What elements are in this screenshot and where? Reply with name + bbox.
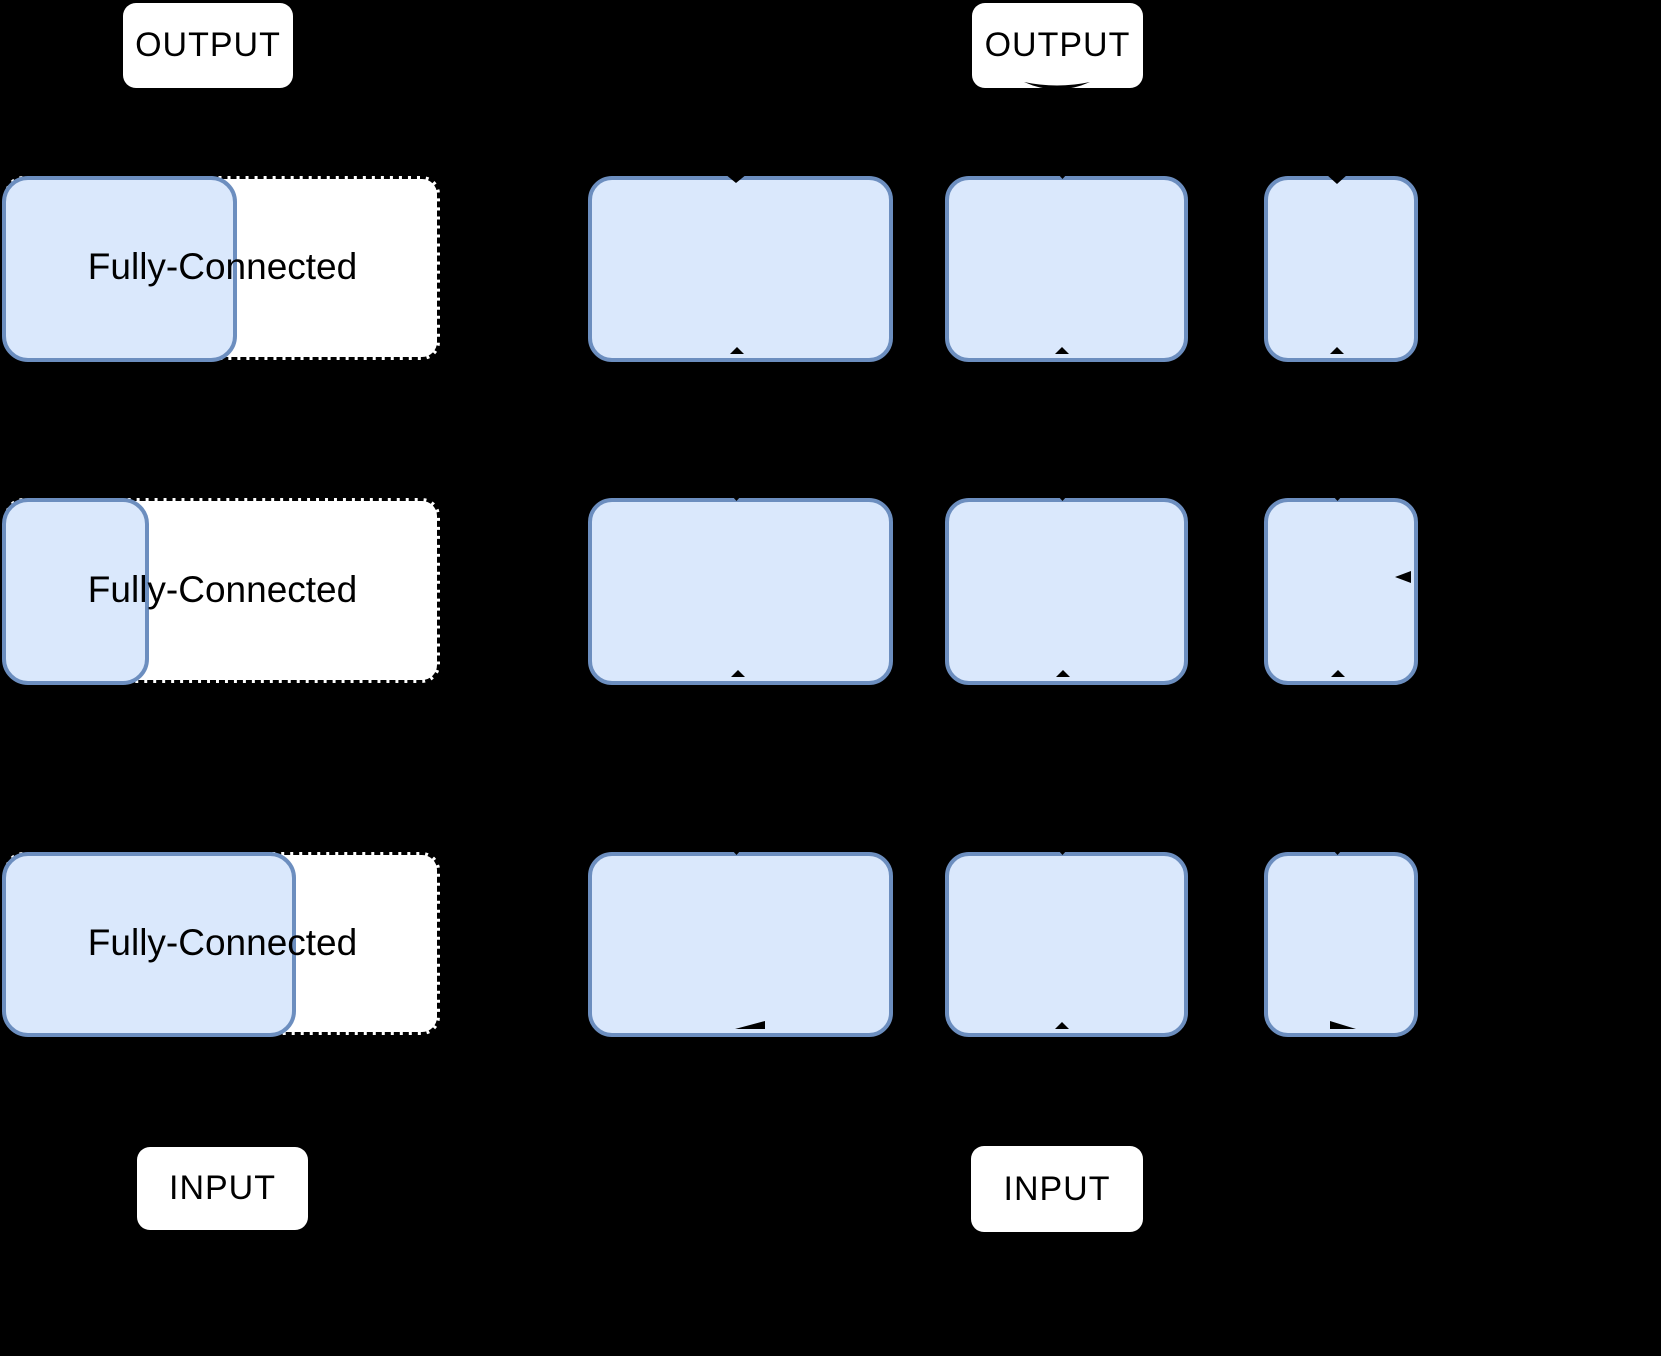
right-grid-box-r1c1 — [588, 176, 893, 362]
arrow-stub-fragment — [732, 850, 741, 855]
right-grid-box-r2c2 — [945, 498, 1188, 685]
arrowhead-fragment — [1330, 1021, 1356, 1029]
right-grid-box-r1c3 — [1264, 176, 1418, 362]
right-output-box: OUTPUT — [972, 3, 1143, 88]
arrow-stub-fragment — [725, 174, 747, 183]
arrowhead-fragment — [1055, 347, 1069, 354]
left-layer-3-slice-box — [2, 852, 296, 1037]
right-grid-box-r2c1 — [588, 498, 893, 685]
right-input-label: INPUT — [1003, 1169, 1111, 1208]
left-input-box: INPUT — [137, 1147, 308, 1230]
arrow-stub-fragment — [1058, 496, 1067, 501]
arrowhead-fragment — [731, 670, 745, 677]
arrow-stub-fragment — [1333, 850, 1342, 855]
left-layer-2-slice-box — [2, 498, 149, 685]
right-grid-box-r1c2 — [945, 176, 1188, 362]
arrowhead-fragment — [1330, 347, 1344, 354]
right-input-box: INPUT — [971, 1146, 1143, 1232]
left-input-label: INPUT — [169, 1169, 276, 1207]
right-grid-box-r2c3 — [1264, 498, 1418, 685]
right-output-label: OUTPUT — [984, 26, 1131, 64]
arrow-stub-fragment — [1058, 174, 1067, 179]
arrow-stub-fragment — [1058, 850, 1067, 855]
arrow-stub-fragment — [1333, 496, 1342, 501]
right-grid-box-r3c2 — [945, 852, 1188, 1037]
arrow-stub-fragment — [732, 496, 741, 501]
arrowhead-fragment — [735, 1021, 765, 1029]
arrowhead-curve-fragment — [1024, 82, 1090, 90]
arrowhead-fragment — [1331, 670, 1345, 677]
left-output-box: OUTPUT — [123, 3, 293, 88]
arrowhead-fragment — [1055, 1022, 1069, 1029]
left-output-label: OUTPUT — [135, 26, 281, 64]
arrowhead-fragment — [730, 347, 744, 354]
arrowhead-fragment — [1056, 670, 1070, 677]
left-layer-1-slice-box — [2, 176, 237, 362]
arrow-stub-fragment — [1327, 175, 1347, 184]
right-grid-box-r3c1 — [588, 852, 893, 1037]
right-grid-box-r3c3 — [1264, 852, 1418, 1037]
